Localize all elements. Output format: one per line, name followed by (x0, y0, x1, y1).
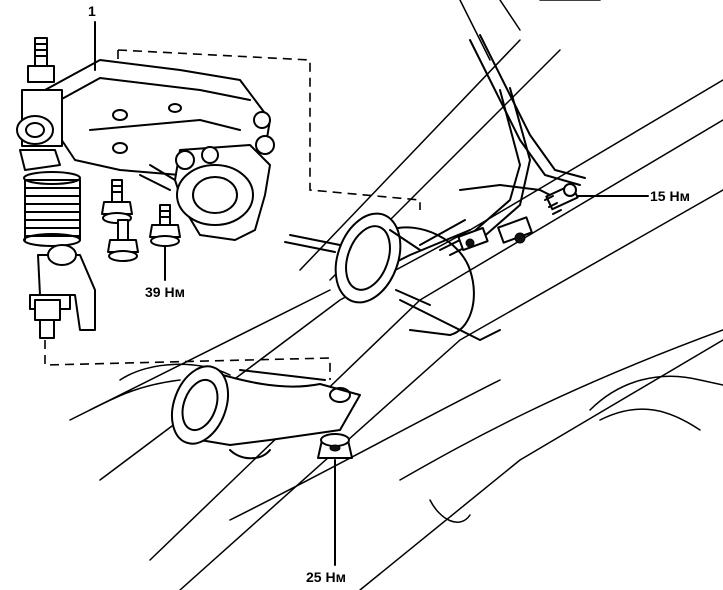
torque-label-39nm: 39 Нм (145, 284, 185, 300)
brake-fitting-right (544, 183, 579, 215)
nut-25nm (317, 433, 353, 459)
mounting-stud-top (27, 37, 55, 83)
bolt-1 (101, 179, 133, 224)
coil-spring (23, 171, 81, 247)
part-number-label: 1 (88, 3, 96, 19)
torque-label-25nm: 25 Нм (306, 569, 346, 585)
bolt-2 (107, 219, 139, 262)
brake-fitting-center (457, 216, 533, 252)
upper-axle-tube (284, 212, 501, 341)
dashed-guide-lower (44, 310, 331, 380)
lower-link-bracket (29, 244, 96, 339)
shackle-bracket (16, 89, 63, 171)
lower-axle-arm (170, 365, 361, 460)
bolt-3 (149, 204, 181, 247)
valve-body (139, 111, 275, 241)
torque-label-15nm: 15 Нм (650, 188, 690, 204)
